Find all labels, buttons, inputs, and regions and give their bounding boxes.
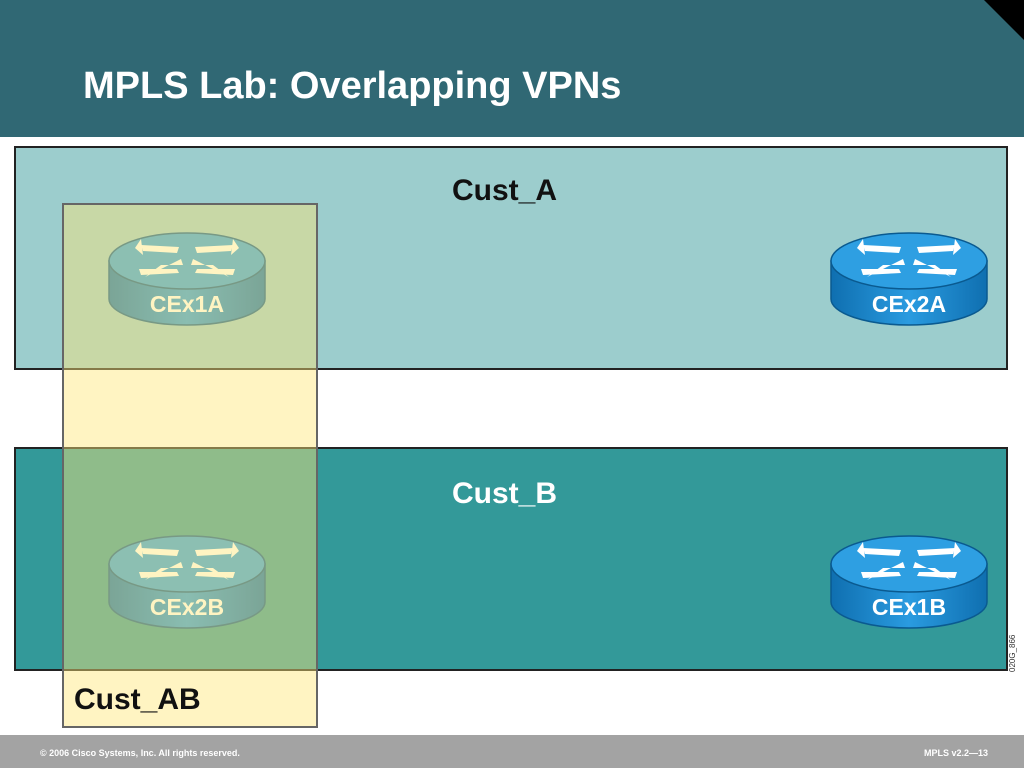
router-cex1a-label: CEx1A [149,291,225,317]
vpn-cust-b-label: Cust_B [452,477,558,510]
router-cex2b: CEx2B [107,532,267,632]
router-cex2a-label: CEx2A [871,291,947,317]
slide-title: MPLS Lab: Overlapping VPNs [83,65,622,107]
vpn-cust-ab-label: Cust_AB [74,683,201,716]
figure-code: 020G_866 [1008,634,1017,672]
footer-course-page: MPLS v2.2—13 [923,748,988,758]
vpn-cust-a-label: Cust_A [452,174,558,207]
title-bar [0,0,1024,137]
vpn-cust-ab-box [62,203,318,728]
router-cex2b-label: CEx2B [149,594,225,620]
router-cex1b: CEx1B [829,532,989,632]
router-cex1b-label: CEx1B [871,594,947,620]
corner-fold [984,0,1024,40]
router-cex1a: CEx1A [107,229,267,329]
footer-bar: © 2006 Cisco Systems, Inc. All rights re… [0,735,1024,768]
footer-copyright: © 2006 Cisco Systems, Inc. All rights re… [40,748,240,758]
router-cex2a: CEx2A [829,229,989,329]
